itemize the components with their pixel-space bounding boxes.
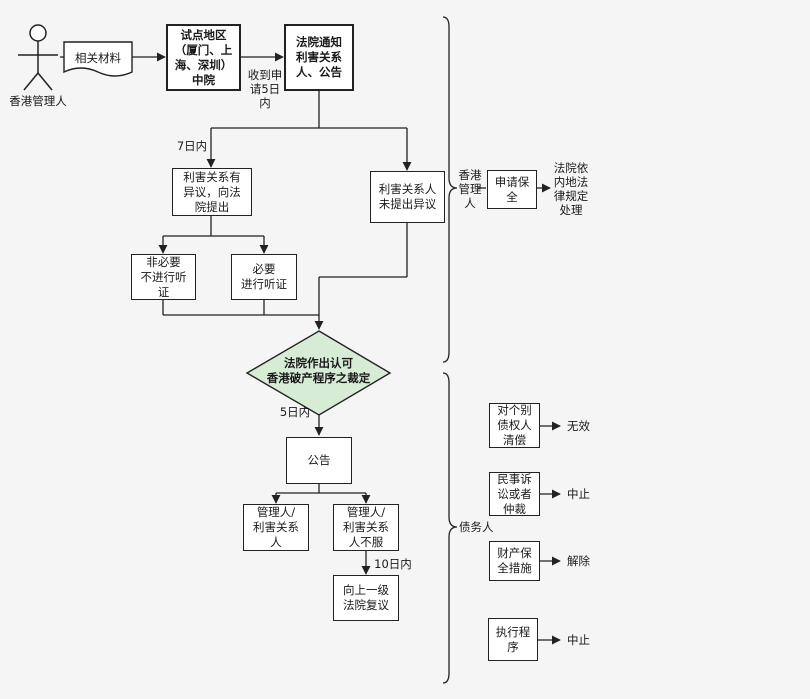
- release-label: 解除: [567, 554, 590, 568]
- court-handles-label: 法院依 内地法 律规定 处理: [553, 161, 589, 217]
- litigation-node: 民事诉 讼或者 仲裁: [489, 472, 540, 516]
- property-measures-node: 财产保 全措施: [489, 541, 540, 581]
- within-10-days-label: 10日内: [374, 557, 412, 571]
- within-5-days-apply-label: 收到申 请5日 内: [247, 68, 283, 110]
- hearing-node: 必要 进行听证: [231, 254, 297, 300]
- no-objection-node: 利害关系人 未提出异议: [370, 171, 445, 223]
- within-7-days-label: 7日内: [176, 139, 208, 153]
- document-label: 相关材料: [75, 51, 121, 65]
- actor-icon: [18, 24, 58, 91]
- individual-repayment-node: 对个别 债权人 清偿: [489, 403, 540, 448]
- invalid-label: 无效: [567, 419, 590, 433]
- connectors: [60, 16, 561, 684]
- within-5-days-label: 5日内: [279, 405, 311, 419]
- no-hearing-node: 非必要 不进行听 证: [131, 254, 196, 300]
- debtor-label: 债务人: [459, 520, 494, 534]
- objection-node: 利害关系有 异议，向法 院提出: [172, 168, 252, 216]
- court-notice-node: 法院通知 利害关系 人、公告: [284, 24, 354, 91]
- pilot-court-node: 试点地区 （厦门、上 海、深圳） 中院: [166, 24, 241, 91]
- review-node: 向上一级 法院复议: [333, 575, 399, 621]
- decision-label: 法院作出认可 香港破产程序之裁定: [266, 356, 371, 385]
- parties-disagree-node: 管理人/ 利害关系 人不服: [333, 504, 399, 551]
- parties-node: 管理人/ 利害关系 人: [243, 504, 309, 551]
- actor-label: 香港管理人: [9, 94, 67, 108]
- enforcement-node: 执行程 序: [488, 618, 538, 661]
- suspend-label-1: 中止: [567, 487, 590, 501]
- announcement-node: 公告: [286, 437, 352, 484]
- hk-administrator-label: 香港 管理 人: [458, 168, 482, 210]
- apply-preservation-node: 申请保 全: [487, 170, 537, 209]
- document-shape: [63, 41, 133, 77]
- suspend-label-2: 中止: [567, 633, 590, 647]
